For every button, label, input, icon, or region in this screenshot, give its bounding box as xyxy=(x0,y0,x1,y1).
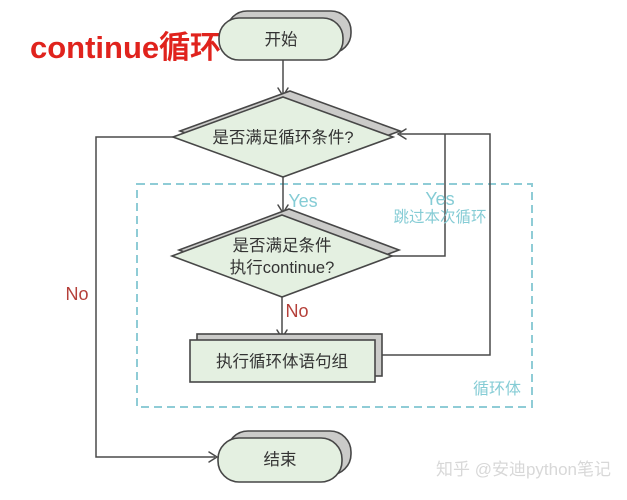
edge-cond-loop-no-to-end xyxy=(95,136,215,458)
node-cond-continue-shape xyxy=(169,214,395,298)
arrowhead-left-cond-loop xyxy=(396,128,407,140)
node-start: 开始 xyxy=(218,10,352,61)
node-cond-continue: 是否满足条件 执行continue? xyxy=(169,208,402,298)
node-cond-continue-label-line2: 执行continue? xyxy=(230,258,335,277)
node-body: 执行循环体语句组 xyxy=(189,333,383,383)
edge-label-yes-inner: Yes xyxy=(288,191,317,211)
edge-body-back-to-cond-loop xyxy=(375,133,491,356)
node-cond-loop-shape xyxy=(170,96,396,178)
page-title: continue循环 xyxy=(30,30,222,65)
node-end-shape xyxy=(217,437,343,483)
node-body-label: 执行循环体语句组 xyxy=(216,352,348,371)
edge-label-yes-skip-line2: 跳过本次循环 xyxy=(393,208,486,226)
edge-continue-skip-to-cond-loop xyxy=(392,134,446,257)
node-cond-loop: 是否满足循环条件? xyxy=(170,90,403,178)
node-body-shape xyxy=(189,339,376,383)
node-cond-loop-label: 是否满足循环条件? xyxy=(212,128,353,147)
node-end: 结束 xyxy=(217,430,352,483)
loop-body-box-label: 循环体 xyxy=(473,380,521,398)
edge-label-no-outer: No xyxy=(65,284,88,304)
edge-label-no-inner: No xyxy=(285,301,308,321)
node-start-shape xyxy=(218,17,344,61)
edge-label-yes-skip-line1: Yes xyxy=(425,189,454,209)
node-cond-continue-label-line1: 是否满足条件 xyxy=(233,236,332,255)
node-start-label: 开始 xyxy=(265,30,298,49)
watermark: 知乎 @安迪python笔记 xyxy=(435,460,611,479)
node-end-label: 结束 xyxy=(264,450,297,469)
loop-body-dashed-box xyxy=(136,183,533,408)
arrowhead-right-end xyxy=(208,451,219,463)
